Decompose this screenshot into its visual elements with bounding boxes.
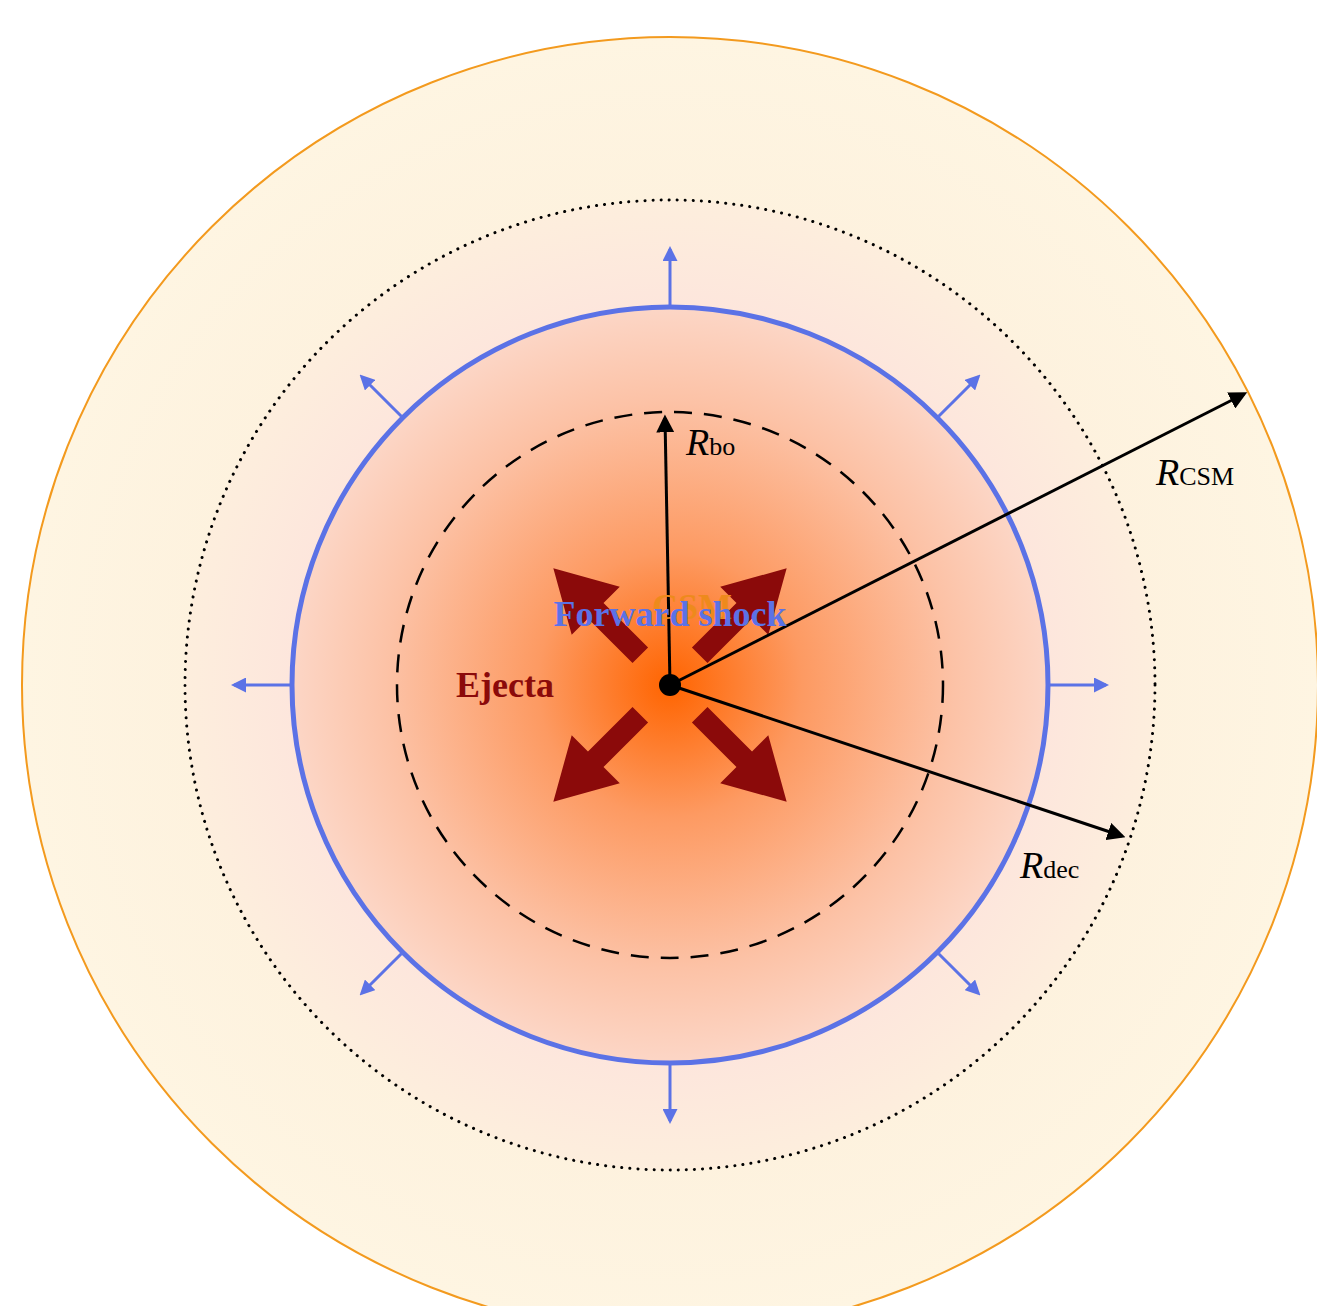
ejecta-arrows [529, 544, 810, 825]
ejecta-label: Ejecta [456, 666, 554, 706]
csm-circle [22, 37, 1317, 1306]
radius-arrow [670, 394, 1244, 685]
radius-label: RCSM [1156, 450, 1234, 496]
shock-arrow [362, 377, 402, 417]
shock-arrow [939, 377, 979, 417]
shock-arrows [234, 249, 1106, 1121]
region-circle: CSMForward shock [22, 37, 1317, 1306]
region-label: Forward shock [554, 595, 787, 635]
shock-arrow [362, 954, 402, 994]
forward-shock-circle [292, 307, 1048, 1063]
region-circle: Forward shock [292, 307, 1048, 1063]
deceleration-region [185, 200, 1155, 1170]
ejecta-arrow [529, 691, 664, 826]
radius-label: Rdec [1020, 843, 1079, 889]
shock-arrow [1050, 684, 1106, 687]
breakout-radius-circle [397, 412, 943, 958]
deceleration-radius-circle [185, 200, 1155, 1170]
shock-arrow [939, 954, 979, 994]
radius-label: Rbo [686, 420, 735, 466]
shock-arrow [669, 249, 672, 305]
radius-arrow [665, 418, 670, 685]
shock-arrow [234, 684, 290, 687]
center-dot [659, 674, 681, 696]
shock-arrow [669, 1065, 672, 1121]
radius-arrow [670, 685, 1122, 836]
